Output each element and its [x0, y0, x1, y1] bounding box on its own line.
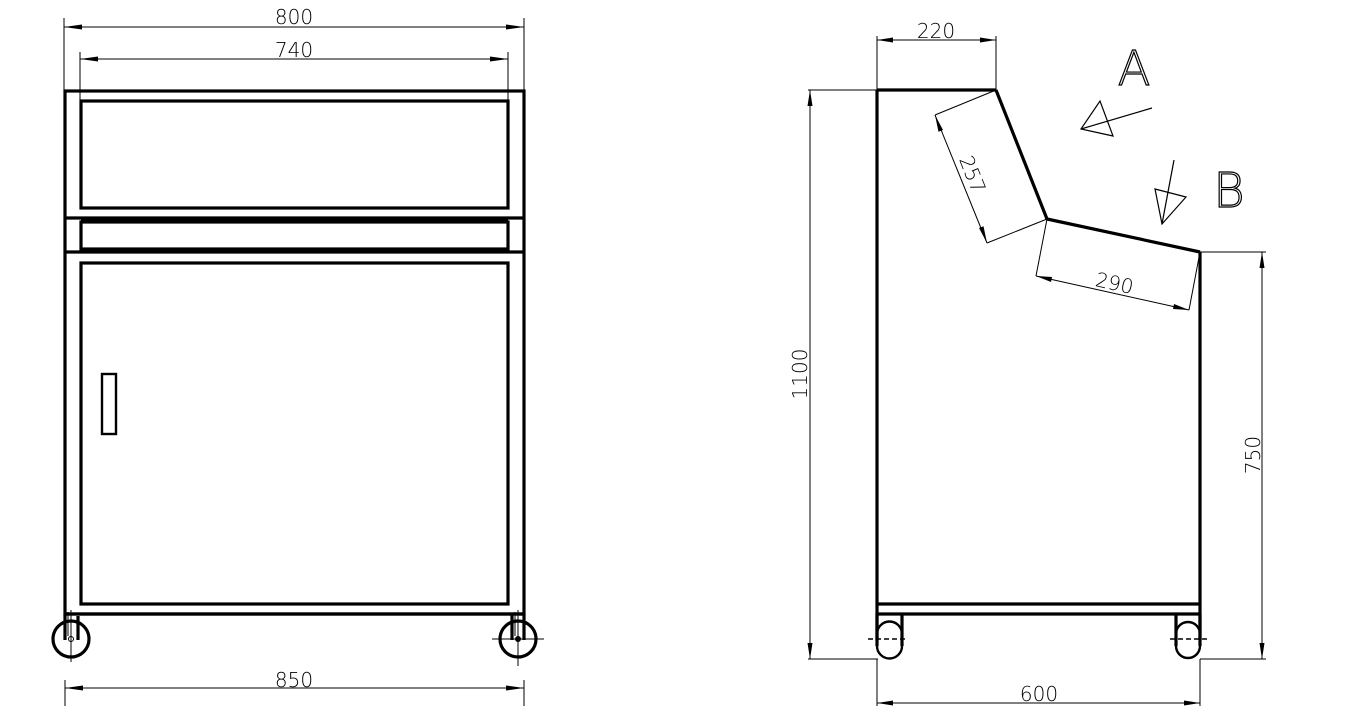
cabinet-door [79, 261, 510, 606]
dim-label-800: 800 [275, 5, 313, 29]
front-outer-frame [63, 89, 526, 616]
middle-rail-panel [79, 220, 510, 251]
dim-label-220: 220 [917, 19, 955, 43]
dim-label-750: 750 [1241, 436, 1265, 474]
rear-caster [1170, 614, 1210, 660]
front-caster [868, 614, 908, 660]
view-b-label: B [1213, 163, 1244, 219]
slanted-panel [994, 89, 1049, 220]
desk-panel [1046, 217, 1201, 254]
dimension-inner-top-width: 740 [79, 38, 509, 102]
side-view: 220 257 290 [788, 19, 1266, 706]
dim-label-600: 600 [1020, 682, 1058, 706]
dim-label-290: 290 [1093, 267, 1135, 299]
top-drawer-panel [79, 99, 510, 210]
dim-label-740: 740 [275, 38, 313, 62]
dimension-wheelbase-width: 850 [64, 668, 525, 706]
dimension-top-depth: 220 [876, 19, 997, 90]
left-caster [51, 610, 91, 662]
dim-label-850: 850 [275, 668, 313, 692]
dimension-desk-panel-length: 290 [1035, 218, 1201, 311]
door-handle [100, 372, 118, 436]
right-caster [492, 610, 544, 666]
dimension-overall-height: 1100 [788, 89, 878, 660]
cabinet-body [875, 88, 1202, 640]
dimension-overall-depth: 600 [876, 659, 1201, 706]
front-view: 800 740 [51, 5, 544, 706]
dim-label-257: 257 [954, 152, 991, 196]
view-a-label: A [1118, 41, 1151, 97]
dimension-desk-height: 750 [1200, 251, 1266, 660]
view-a-marker: A [1080, 40, 1153, 137]
view-a-arrow-icon [1080, 107, 1153, 130]
dim-label-1100: 1100 [788, 349, 812, 400]
dimension-slanted-panel-length: 257 [934, 89, 1048, 244]
view-b-marker: B [1154, 159, 1245, 226]
dimension-overall-top-width: 800 [63, 5, 525, 92]
